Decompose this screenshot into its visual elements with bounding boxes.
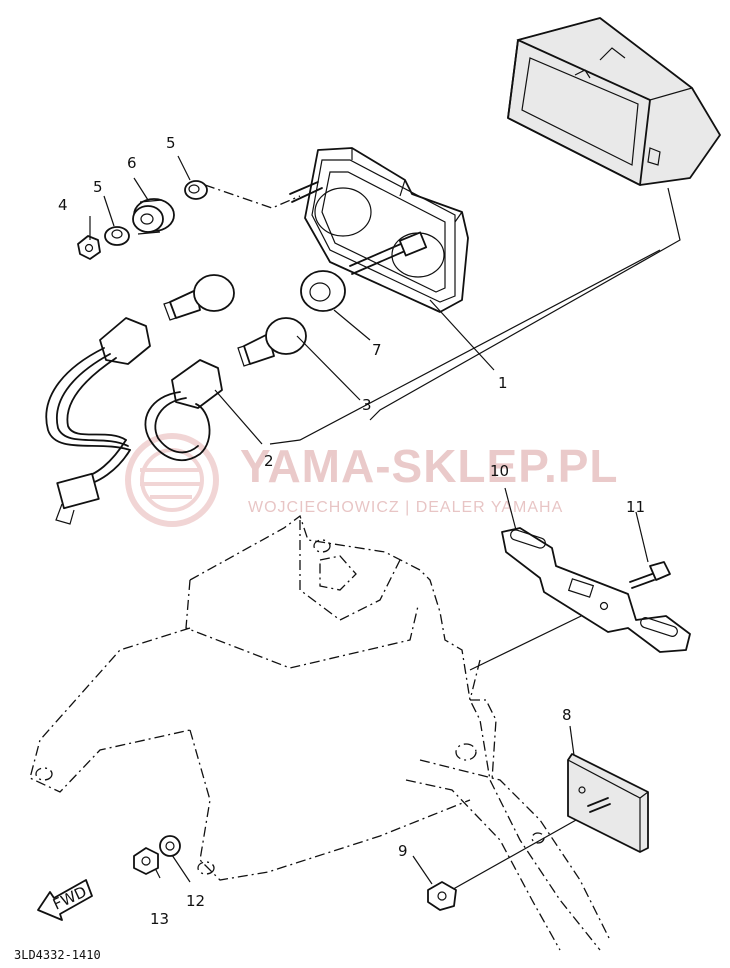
callout-2: 2 [264, 452, 274, 470]
callout-11: 11 [626, 498, 645, 516]
watermark-subtitle: WOJCIECHOWICZ | DEALER YAMAHA [248, 499, 563, 516]
leader-lines [89, 155, 681, 893]
washer-5-right [184, 180, 208, 200]
nut-9 [427, 881, 457, 911]
grommet-7 [300, 270, 346, 312]
callout-3: 3 [362, 396, 372, 414]
tail-light-lens [507, 17, 721, 186]
callout-5-right: 5 [166, 134, 176, 152]
callout-8: 8 [562, 706, 572, 724]
diagram-code: 3LD4332-1410 [14, 948, 101, 962]
forward-arrow-icon: FWD [37, 879, 93, 921]
callout-9: 9 [398, 842, 408, 860]
callout-13: 13 [150, 910, 169, 928]
tail-light-housing [289, 147, 469, 313]
callout-12: 12 [186, 892, 205, 910]
callout-5-left: 5 [93, 178, 103, 196]
callout-4: 4 [58, 196, 68, 214]
damper-6 [132, 198, 175, 235]
callout-6: 6 [127, 154, 137, 172]
bolt-11 [629, 561, 671, 589]
rear-frame-phantom [29, 514, 611, 951]
callout-1: 1 [498, 374, 508, 392]
wiring-harness [45, 317, 223, 525]
license-bracket-10 [501, 527, 691, 653]
callout-numbers: 4 5 6 5 7 1 3 2 10 11 8 9 12 13 [58, 134, 645, 928]
nut-4 [77, 235, 101, 260]
callout-10: 10 [490, 462, 509, 480]
callout-7: 7 [372, 341, 382, 359]
nut-13 [133, 847, 159, 875]
washer-5-left [104, 226, 130, 246]
bulb-upper [163, 274, 235, 321]
watermark-title: YAMA-SKLEP.PL [240, 440, 619, 492]
leader-dash-stud [204, 184, 301, 209]
washer-12 [159, 835, 181, 857]
watermark: YAMA-SKLEP.PL WOJCIECHOWICZ | DEALER YAM… [125, 433, 619, 527]
reflector-8 [567, 753, 649, 853]
bulb-3 [237, 317, 307, 367]
